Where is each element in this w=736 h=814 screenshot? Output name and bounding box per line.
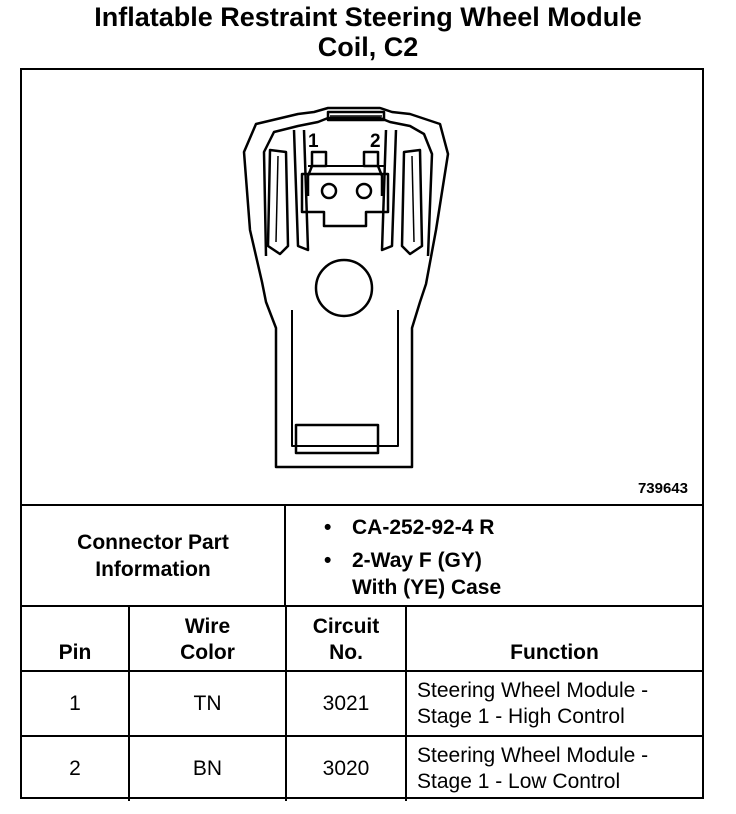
figure-number: 739643 [637, 480, 688, 497]
wire-color-cell: TN [128, 670, 287, 737]
title-line-2: Coil, C2 [317, 32, 419, 62]
pin-label-2: 2 [370, 131, 381, 152]
connector-sheet: 1 2 739643 Connector Part Information • … [20, 68, 704, 801]
connector-part-info: Connector Part Information • CA-252-92-4… [22, 504, 702, 605]
connector-description-item: • 2-Way F (GY) With (YE) Case [324, 547, 702, 601]
bullet-icon: • [324, 516, 332, 539]
part-number: CA-252-92-4 R [352, 516, 495, 539]
page-title: Inflatable Restraint Steering Wheel Modu… [0, 2, 736, 62]
circuit-cell: 3021 [285, 670, 407, 737]
table-header-row: Pin Wire Color Circuit No. Function [22, 605, 702, 672]
bullet-icon: • [324, 549, 332, 572]
terminal-carrier [300, 172, 390, 228]
part-number-item: • CA-252-92-4 R [324, 514, 702, 541]
function-cell: Steering Wheel Module - Stage 1 - High C… [405, 670, 702, 737]
pin-label-1: 1 [308, 131, 319, 152]
header-pin: Pin [22, 605, 130, 672]
pin-hole-2 [355, 182, 373, 200]
header-wire-color: Wire Color [128, 605, 287, 672]
housing-slot [294, 423, 380, 455]
pin-hole-1 [320, 182, 338, 200]
left-lock-arm [266, 148, 290, 256]
left-terminal-guide [292, 129, 310, 252]
header-function: Function [405, 605, 702, 672]
connector-drawing: 1 2 [242, 106, 450, 469]
connector-info-label-line-2: Information [95, 557, 211, 581]
connector-inner-wall [262, 116, 434, 257]
table-row: 2 BN 3020 Steering Wheel Module - Stage … [22, 735, 702, 801]
connector-description-line-1: 2-Way F (GY) [352, 549, 482, 572]
wire-color-cell: BN [128, 735, 287, 801]
pin-cell: 1 [22, 670, 130, 737]
housing-round-boss [314, 258, 374, 318]
connector-latch [326, 110, 386, 122]
right-terminal-guide [380, 129, 398, 252]
pin-cell: 2 [22, 735, 130, 801]
circuit-cell: 3020 [285, 735, 407, 801]
header-circuit-no: Circuit No. [285, 605, 407, 672]
connector-description-line-2: With (YE) Case [352, 576, 502, 599]
table-row: 1 TN 3021 Steering Wheel Module - Stage … [22, 670, 702, 737]
function-cell: Steering Wheel Module - Stage 1 - Low Co… [405, 735, 702, 801]
connector-info-values: • CA-252-92-4 R • 2-Way F (GY) With (YE)… [286, 506, 702, 605]
pinout-table: Pin Wire Color Circuit No. Function 1 TN… [22, 605, 702, 801]
connector-housing-outline [242, 106, 450, 469]
connector-info-label: Connector Part Information [22, 506, 286, 605]
right-lock-arm [400, 148, 424, 256]
connector-figure: 1 2 739643 [22, 70, 702, 504]
terminal-2 [362, 150, 380, 168]
title-line-1: Inflatable Restraint Steering Wheel Modu… [94, 2, 642, 32]
connector-info-label-line-1: Connector Part [77, 530, 229, 554]
terminal-1 [310, 150, 328, 168]
